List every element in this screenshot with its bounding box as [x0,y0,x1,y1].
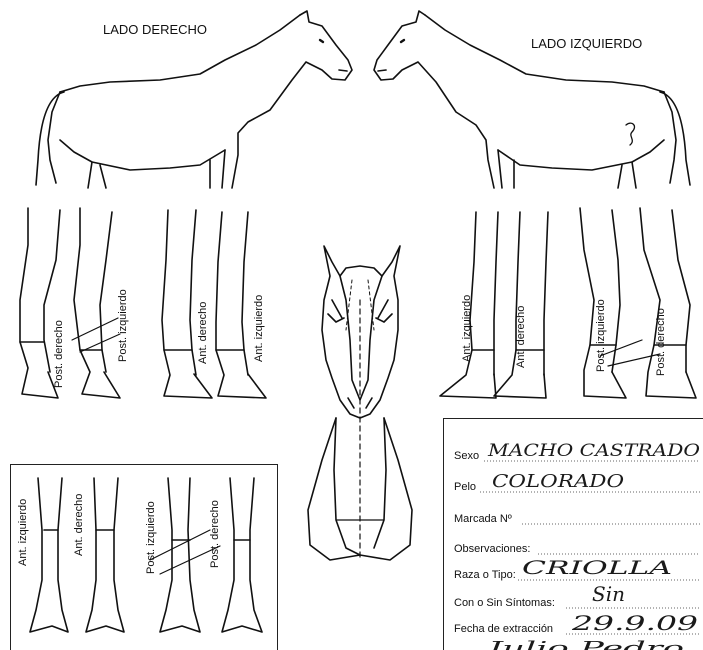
leg-label-top-left-2: Post. izquierdo [117,289,129,362]
leg-label-top-left-1: Post. derecho [53,320,65,388]
bottom-legs-box [10,464,278,650]
leg-label-top-right-1: Ant. izquierdo [461,295,473,362]
leg-label-top-left-4: Ant. izquierdo [253,295,265,362]
leg-label-top-left-3: Ant. derecho [197,302,209,364]
horse-right-side-figure [36,11,352,188]
form-box [443,418,703,650]
leg-label-top-right-4: Post. derecho [655,308,667,376]
horse-front-view-figure [308,246,412,560]
right-side-title: LADO DERECHO [103,22,207,37]
leg-label-top-right-2: Ant. derecho [515,306,527,368]
leg-label-top-right-3: Post. izquierdo [595,299,607,372]
left-side-title: LADO IZQUIERDO [531,36,642,51]
